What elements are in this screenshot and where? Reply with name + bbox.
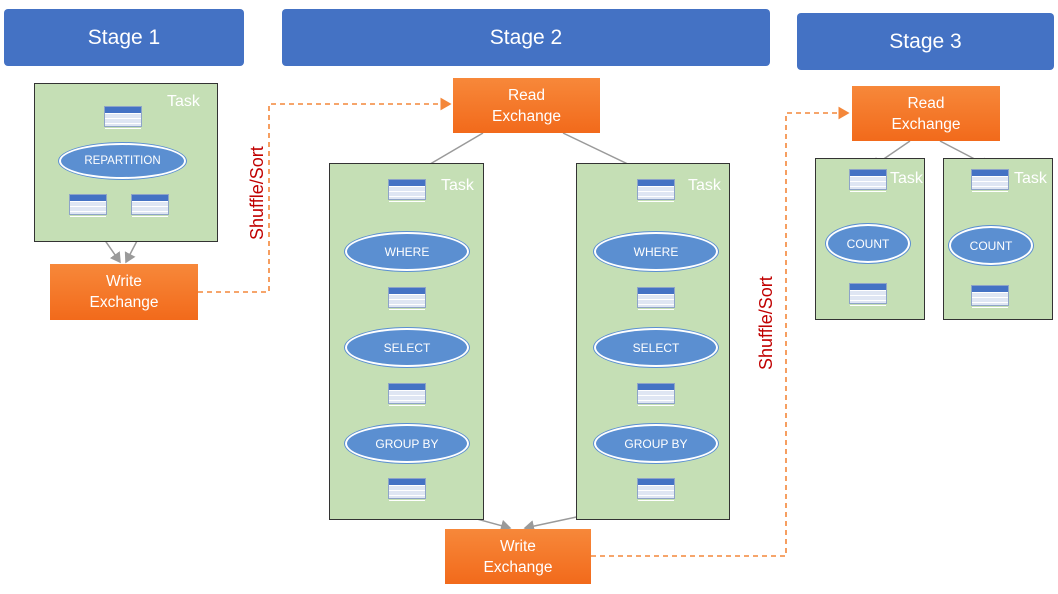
task-label: Task [441,177,474,194]
repartition-node: REPARTITION [59,143,186,179]
data-table-icon [637,287,675,310]
shuffle-connectors [198,97,850,557]
data-table-icon [388,179,426,202]
data-table-icon [971,285,1009,308]
stage-2-header: Stage 2 [282,9,770,66]
data-table-icon [849,283,887,306]
data-table-icon [849,169,887,192]
data-table-icon [131,194,169,217]
select-node: SELECT [594,328,718,367]
task-label: Task [688,177,721,194]
exchange-line1: Read [507,86,546,104]
read-exchange-stage3: Read Exchange [852,86,1000,141]
data-table-icon [388,383,426,406]
group-by-node: GROUP BY [594,424,718,463]
read-exchange-stage2: Read Exchange [453,78,600,133]
exchange-line2: Exchange [89,294,159,311]
exchange-line1: Read [907,94,945,112]
shuffle-sort-label: Shuffle/Sort [756,276,776,370]
data-table-icon [971,169,1009,192]
exchange-line2: Exchange [891,115,961,133]
write-exchange-stage2: Write Exchange [445,529,591,584]
stage-3-header: Stage 3 [797,13,1054,70]
data-table-icon [388,478,426,501]
data-table-icon [637,179,675,202]
data-table-icon [69,194,107,217]
exchange-line2: Exchange [483,558,553,576]
group-by-node: GROUP BY [345,424,469,463]
exchange-line2: Exchange [492,107,561,125]
where-node: WHERE [345,232,469,271]
write-exchange-stage1: Write Exchange [50,264,198,320]
task-label: Task [1014,170,1047,187]
data-table-icon [388,287,426,310]
shuffle-sort-label: Shuffle/Sort [247,146,267,240]
count-node: COUNT [826,224,910,263]
task-label: Task [167,93,200,110]
stage-1-header: Stage 1 [4,9,244,66]
task-label: Task [890,170,923,187]
where-node: WHERE [594,232,718,271]
data-table-icon [637,478,675,501]
count-node: COUNT [949,226,1033,265]
exchange-line1: Write [106,273,142,290]
select-node: SELECT [345,328,469,367]
data-table-icon [104,106,142,129]
exchange-line1: Write [500,537,536,555]
data-table-icon [637,383,675,406]
